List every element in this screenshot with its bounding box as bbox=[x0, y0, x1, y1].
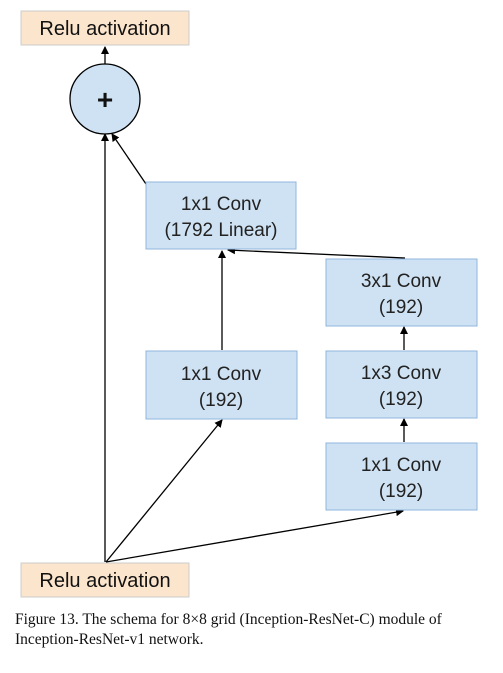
relu-top-label: Relu activation bbox=[39, 18, 170, 40]
edge-relu-bottom-to-bottom-right bbox=[105, 508, 404, 563]
edge-relu-bottom-to-mid-left bbox=[105, 419, 223, 563]
relu-bottom-node: Relu activation bbox=[20, 562, 190, 598]
conv-bottom-right-line2: (192) bbox=[379, 481, 423, 502]
edges bbox=[101, 46, 408, 563]
edge-3x1-to-conv-linear bbox=[227, 246, 406, 259]
conv-1x3-node: 1x3 Conv (192) bbox=[325, 350, 478, 419]
figure-caption: Figure 13. The schema for 8×8 grid (Ince… bbox=[15, 611, 442, 648]
relu-top-node: Relu activation bbox=[20, 10, 190, 46]
relu-bottom-label: Relu activation bbox=[39, 570, 170, 592]
conv-mid-left-node: 1x1 Conv (192) bbox=[145, 350, 298, 420]
conv-bottom-right-node: 1x1 Conv (192) bbox=[325, 442, 478, 511]
conv-3x1-line2: (192) bbox=[379, 297, 423, 318]
conv-mid-left-line2: (192) bbox=[199, 390, 243, 411]
conv-1x3-line1: 1x3 Conv bbox=[361, 363, 442, 384]
edge-conv-linear-to-add bbox=[111, 133, 147, 185]
add-node: + bbox=[69, 63, 141, 135]
conv-3x1-line1: 3x1 Conv bbox=[361, 271, 442, 292]
conv-1x3-line2: (192) bbox=[379, 389, 423, 410]
conv-3x1-node: 3x1 Conv (192) bbox=[325, 258, 478, 327]
conv-linear-line2: (1792 Linear) bbox=[164, 220, 277, 241]
plus-icon: + bbox=[97, 84, 113, 115]
conv-linear-line1: 1x1 Conv bbox=[181, 194, 262, 215]
conv-linear-node: 1x1 Conv (1792 Linear) bbox=[145, 181, 297, 250]
conv-mid-left-line1: 1x1 Conv bbox=[181, 364, 262, 385]
conv-bottom-right-line1: 1x1 Conv bbox=[361, 455, 442, 476]
